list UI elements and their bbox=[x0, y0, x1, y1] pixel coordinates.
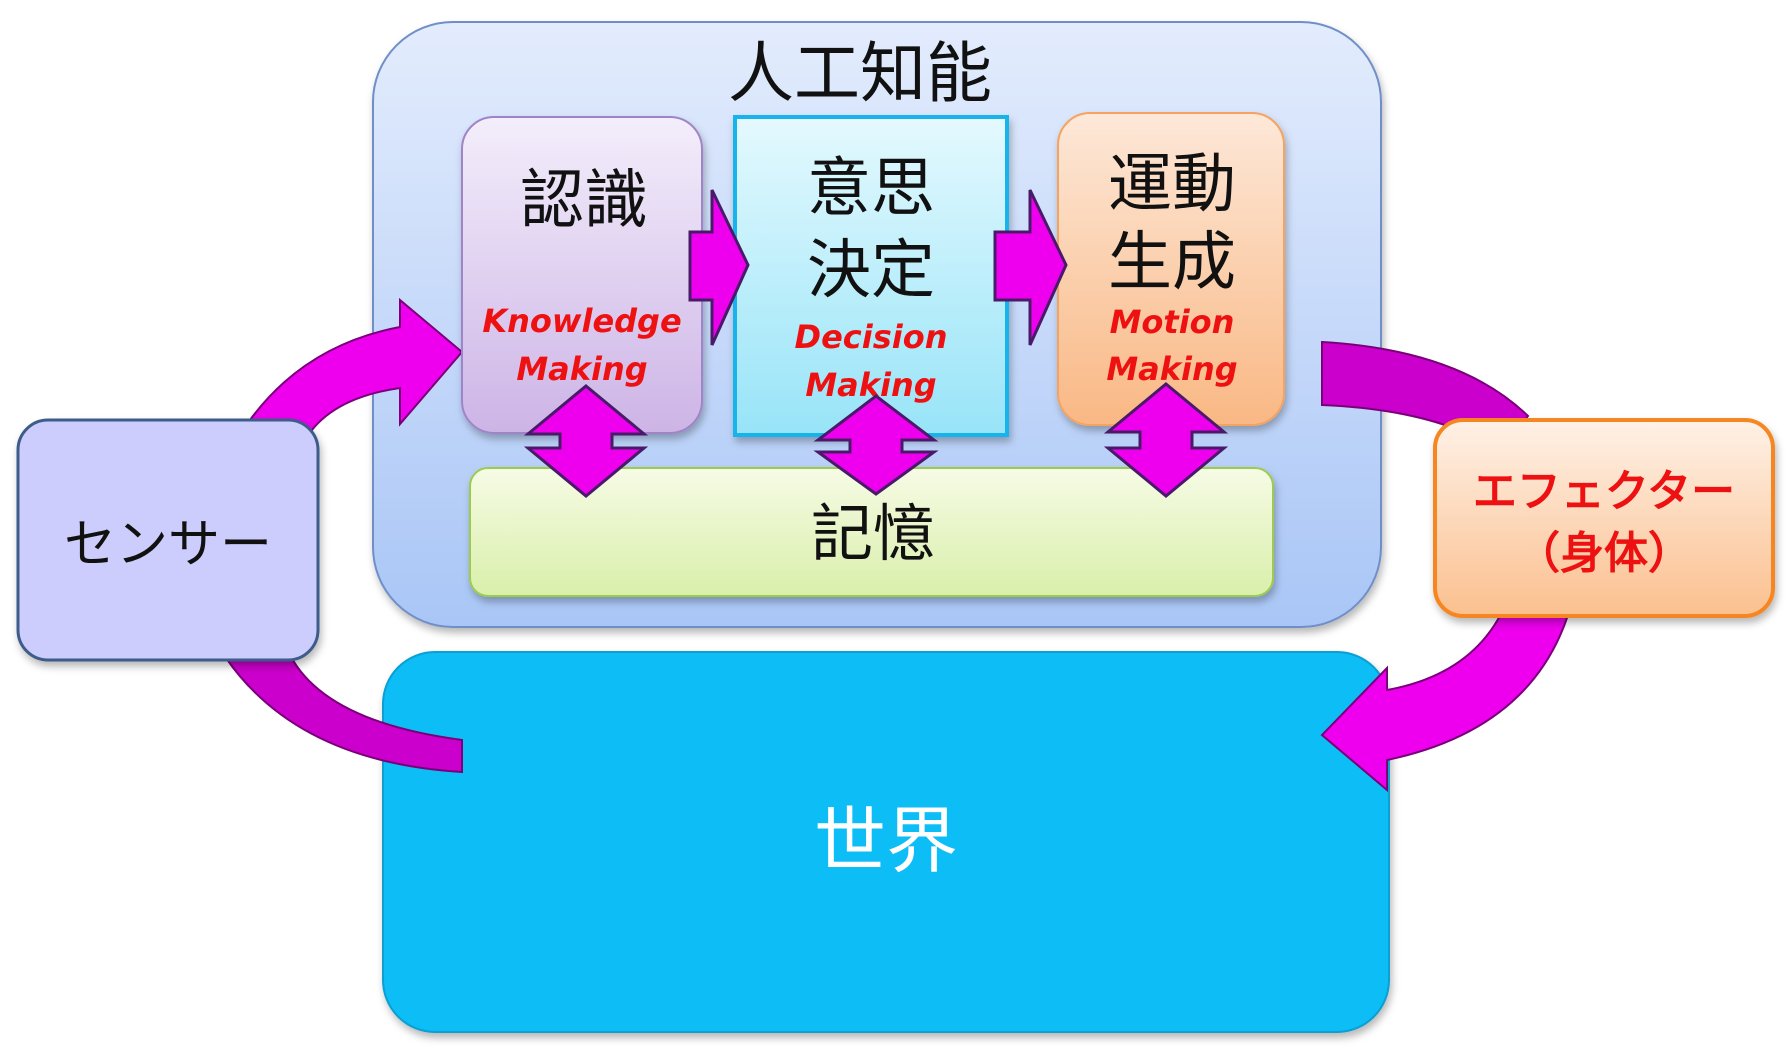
world-box bbox=[382, 651, 1390, 1033]
decision-en-line2: Making bbox=[805, 366, 936, 404]
recognition-label: 認識 bbox=[520, 164, 648, 238]
motion-label-line2: 生成 bbox=[1108, 226, 1236, 300]
decision-label-line1: 意思 bbox=[807, 152, 935, 226]
decision-to-motion-arrow bbox=[993, 189, 1068, 346]
recognition-memory-arrow bbox=[523, 384, 649, 498]
decision-memory-arrow bbox=[813, 394, 939, 496]
world-to-sensor-arrow bbox=[224, 653, 463, 774]
recognition-to-decision-arrow bbox=[688, 189, 750, 346]
decision-label-line2: 決定 bbox=[807, 234, 935, 308]
sensor-label: センサー bbox=[64, 515, 272, 575]
decision-en-line1: Decision bbox=[795, 318, 948, 356]
effector-to-world-arrow bbox=[1320, 610, 1570, 793]
effector-box bbox=[1433, 418, 1775, 618]
motion-label-line1: 運動 bbox=[1108, 148, 1236, 222]
sensor-box bbox=[16, 418, 320, 662]
memory-label: 記憶 bbox=[811, 497, 935, 570]
sensor-to-recognition-arrow bbox=[248, 297, 464, 442]
effector-label-line1: エフェクター bbox=[1473, 466, 1735, 517]
motion-en-line1: Motion bbox=[1110, 303, 1235, 341]
recognition-en-line2: Making bbox=[516, 350, 647, 388]
recognition-en-line1: Knowledge bbox=[482, 302, 681, 340]
effector-label-line2: （身体） bbox=[1516, 528, 1692, 579]
world-label: 世界 bbox=[814, 799, 958, 883]
motion-en-line2: Making bbox=[1106, 350, 1237, 388]
motion-memory-arrow bbox=[1103, 382, 1229, 498]
ai-title: 人工知能 bbox=[728, 35, 992, 112]
